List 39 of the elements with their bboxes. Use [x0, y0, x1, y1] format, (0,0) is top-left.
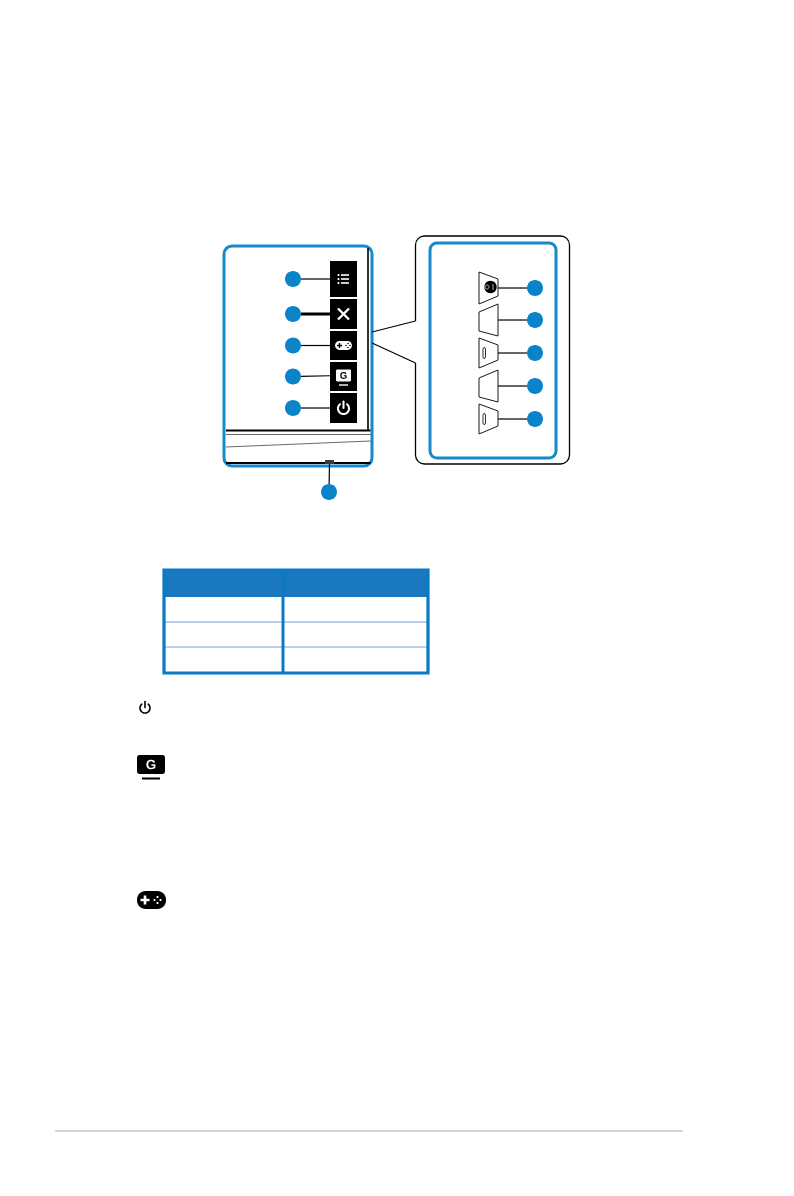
callout-circle — [527, 378, 543, 394]
control-button — [330, 299, 357, 329]
leader-line — [300, 375, 331, 377]
indicator-light — [325, 460, 334, 464]
callout-circle — [285, 271, 301, 287]
callout-circle — [285, 306, 301, 322]
port — [478, 337, 499, 369]
icon-letter: G — [146, 759, 156, 770]
leader-line — [301, 312, 330, 316]
callout-box — [414, 235, 571, 465]
leader-line — [497, 352, 528, 354]
callout-circle — [285, 368, 301, 385]
control-button: G — [330, 362, 357, 391]
leader-line — [497, 319, 528, 321]
leader-line — [497, 385, 528, 387]
callout-circle — [527, 312, 543, 328]
port — [478, 403, 499, 435]
port — [478, 271, 499, 305]
leader-line — [300, 278, 331, 280]
port — [478, 303, 499, 337]
callout-circle — [527, 411, 543, 427]
callout-circle — [527, 280, 543, 296]
port-panel — [428, 241, 558, 460]
zoom-line — [371, 342, 417, 364]
leader-line — [497, 287, 528, 289]
monitor-panel — [222, 244, 374, 468]
leader-line — [328, 463, 331, 485]
control-button — [330, 393, 357, 423]
callout-circle — [285, 400, 301, 416]
callout-circle — [285, 337, 301, 354]
zoom-line — [371, 320, 417, 333]
control-button — [330, 261, 357, 297]
callout-circle — [527, 345, 543, 361]
leader-line — [300, 344, 331, 347]
leader-line — [300, 407, 331, 409]
port — [478, 369, 499, 403]
node-label: G — [340, 372, 347, 379]
leader-line — [497, 418, 528, 420]
callout-circle — [321, 484, 337, 500]
